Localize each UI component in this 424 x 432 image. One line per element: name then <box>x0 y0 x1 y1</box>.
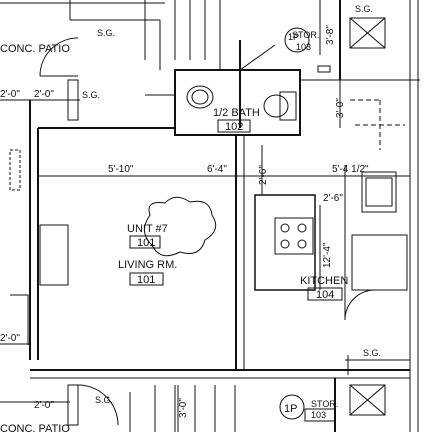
bath-tag-box <box>217 119 251 133</box>
fixture <box>317 65 331 73</box>
burner <box>280 239 290 249</box>
range <box>274 217 314 255</box>
storage-label: STOR. <box>292 30 319 40</box>
sliding-glass-door <box>67 384 79 426</box>
kitchen-label: KITCHEN <box>300 275 348 287</box>
living-tag-box <box>129 272 164 286</box>
patio-label-bottom: CONC. PATIO <box>0 423 70 432</box>
unit-label: UNIT #7 <box>127 223 168 235</box>
living-label: LIVING RM. <box>118 259 177 271</box>
refrigerator <box>351 234 408 291</box>
dimension-text: 2'-0" <box>34 400 54 411</box>
sg-label: S.G. <box>355 4 373 14</box>
storage-tag: 103 <box>311 410 326 420</box>
dimension-text: 5'-10" <box>108 164 134 175</box>
kitchen-island <box>254 194 316 291</box>
unit-tag-box <box>129 235 161 249</box>
storage-level: 1P <box>284 403 297 415</box>
burner <box>280 223 290 233</box>
window <box>9 149 21 191</box>
storage-marker <box>284 27 310 53</box>
bathroom-walls <box>174 69 301 136</box>
sg-label: S.G. <box>82 90 100 100</box>
living-tag: 101 <box>137 274 155 286</box>
patio-label: CONC. PATIO <box>0 43 70 55</box>
sg-label: S.G. <box>363 348 381 358</box>
dimension-text: 3'-0" <box>335 98 346 118</box>
dimension-text: 2'-0" <box>34 89 54 100</box>
storage-box <box>349 384 386 416</box>
kitchen-tag: 104 <box>316 289 334 301</box>
dimension-text: 2'-0" <box>0 89 20 100</box>
storage-x <box>349 17 386 49</box>
dimension-text: 5'-4 1/2" <box>332 164 369 175</box>
door-swing <box>39 37 79 77</box>
storage-tag-box <box>304 408 336 422</box>
storage-box <box>349 17 386 49</box>
storage-tag: 103 <box>296 42 311 52</box>
burner <box>297 223 307 233</box>
kitchen-sink-basin <box>365 177 393 207</box>
toilet-bowl <box>263 94 289 118</box>
storage-label: STOR. <box>311 399 338 409</box>
kitchen-tag-box <box>307 287 343 301</box>
toilet-tank <box>279 91 297 121</box>
storage-level: 1P <box>288 32 299 42</box>
sg-label: S.G. <box>97 28 115 38</box>
dimension-text: 2'-6" <box>258 165 269 185</box>
door-swing <box>344 289 376 321</box>
unit-tag: 101 <box>137 237 155 249</box>
dimension-text: 12'-4" <box>322 242 333 268</box>
bath-tag: 102 <box>225 121 243 133</box>
fireplace <box>39 224 69 286</box>
dimension-text: 2'-0" <box>0 333 20 344</box>
door-swing <box>239 44 276 71</box>
kitchen-sink <box>361 171 397 213</box>
wall-line <box>10 294 29 345</box>
sg-label: S.G. <box>95 395 113 405</box>
dimension-text: 2'-6" <box>323 193 343 204</box>
dimension-text: 3'-0" <box>178 398 189 418</box>
sink <box>186 85 214 109</box>
bath-label: 1/2 BATH <box>213 107 260 119</box>
storage-x <box>349 384 386 416</box>
storage-marker <box>279 394 305 420</box>
door-swing <box>77 384 119 426</box>
sink-basin <box>191 89 209 105</box>
dimension-text: 6'-4" <box>207 164 227 175</box>
burner <box>297 239 307 249</box>
dimension-text: 3'-8" <box>325 25 336 45</box>
